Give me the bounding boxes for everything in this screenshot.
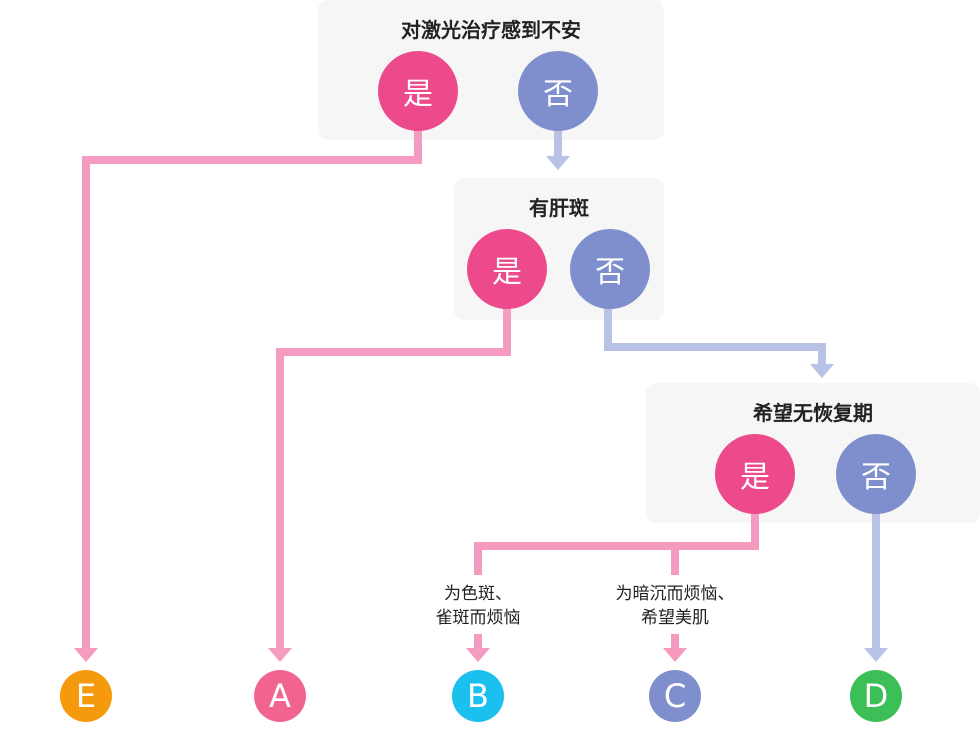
result-d: D [850,670,902,722]
arrow-to-b [466,648,490,662]
arrow-to-q2 [546,156,570,170]
arrow-to-q3 [810,364,834,378]
branch-label-c-line2: 希望美肌 [641,608,709,628]
path-q2-yes-to-a [276,308,511,650]
path-q1-yes-to-e [82,130,422,650]
path-q3-yes-split [474,513,759,575]
result-a: A [254,670,306,722]
branch-label-c-line1: 为暗沉而烦恼、 [615,584,735,604]
result-b: B [452,670,504,722]
arrow-to-a [268,648,292,662]
arrow-to-e [74,648,98,662]
path-q2-no-to-q3 [604,308,826,366]
arrow-to-c [663,648,687,662]
branch-label-b-line1: 为色斑、 [444,584,512,604]
question-3-text: 希望无恢复期 [753,401,873,425]
branch-label-b: 为色斑、 雀斑而烦恼 [398,582,558,630]
question-1-text: 对激光治疗感到不安 [401,18,581,42]
result-e: E [60,670,112,722]
branch-label-b-line2: 雀斑而烦恼 [435,608,521,628]
question-2-text: 有肝斑 [529,196,589,220]
q1-yes-option: 是 [378,51,458,131]
q3-no-option: 否 [836,434,916,514]
branch-label-c: 为暗沉而烦恼、 希望美肌 [595,582,755,630]
q3-yes-option: 是 [715,434,795,514]
q1-no-option: 否 [518,51,598,131]
result-c: C [649,670,701,722]
question-box-1 [318,0,664,140]
arrow-to-d [864,648,888,662]
q2-no-option: 否 [570,229,650,309]
question-box-3 [646,383,980,523]
q2-yes-option: 是 [467,229,547,309]
